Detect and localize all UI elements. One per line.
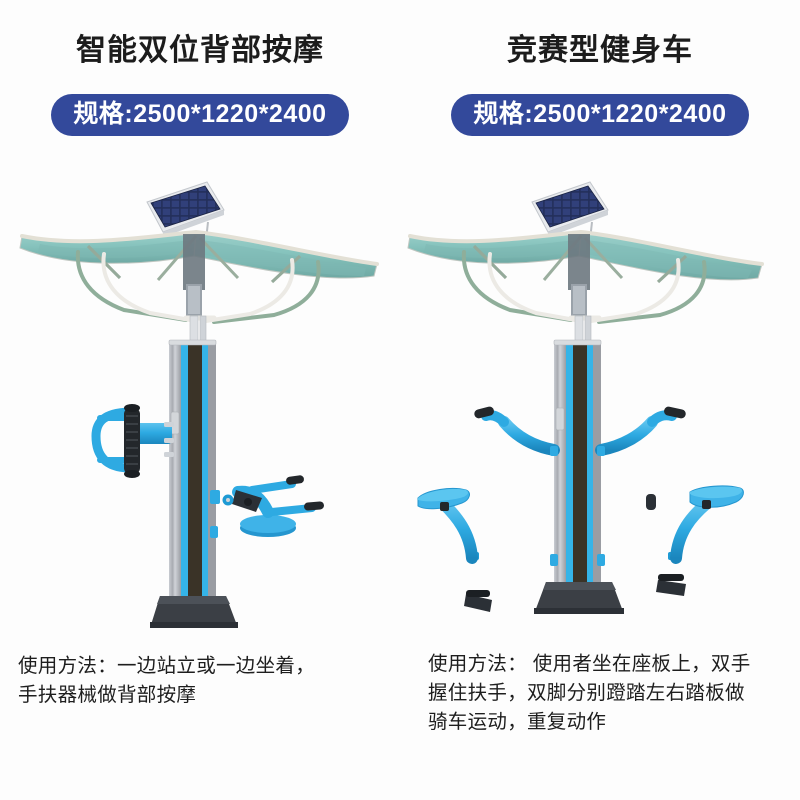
canopy-roof-left	[19, 229, 379, 316]
solar-panel-right	[531, 181, 609, 253]
product-title-right: 竞赛型健身车	[507, 34, 693, 67]
post-mount-collars-right	[550, 446, 605, 566]
base-plinth-left	[150, 596, 238, 628]
main-post-left	[168, 339, 217, 596]
seated-massage-station-left	[205, 475, 324, 605]
product-image-left	[0, 160, 400, 630]
product-image-right	[400, 160, 800, 630]
bike-station-left	[417, 487, 492, 612]
bike-station-right	[646, 485, 744, 596]
product-title-left: 智能双位背部按摩	[76, 34, 324, 67]
bike-handlebars	[474, 406, 686, 456]
usage-caption-right: 使用方法： 使用者坐在座板上，双手 握住扶手，双脚分别蹬踏左右踏板做 骑车运动，…	[428, 653, 751, 733]
canopy-support-struts-right	[461, 250, 707, 324]
product-card-right: 竞赛型健身车 规格:2500*1220*2400	[400, 0, 800, 800]
product-card-left: 智能双位背部按摩 规格:2500*1220*2400	[0, 34, 400, 706]
spec-badge-right: 规格:2500*1220*2400	[451, 94, 749, 136]
base-plinth-right	[534, 582, 624, 614]
spec-badge-wrap-right: 规格:2500*1220*2400	[400, 94, 800, 136]
spec-badge-wrap-left: 规格:2500*1220*2400	[0, 94, 400, 136]
bike-bottom-rail	[445, 552, 707, 567]
back-massage-station-left	[91, 404, 174, 478]
usage-caption-left: 使用方法：一边站立或一边坐着， 手扶器械做背部按摩	[18, 655, 316, 706]
main-post-right	[553, 339, 602, 582]
canopy-roof-right	[407, 229, 764, 316]
spec-badge-left: 规格:2500*1220*2400	[51, 94, 349, 136]
